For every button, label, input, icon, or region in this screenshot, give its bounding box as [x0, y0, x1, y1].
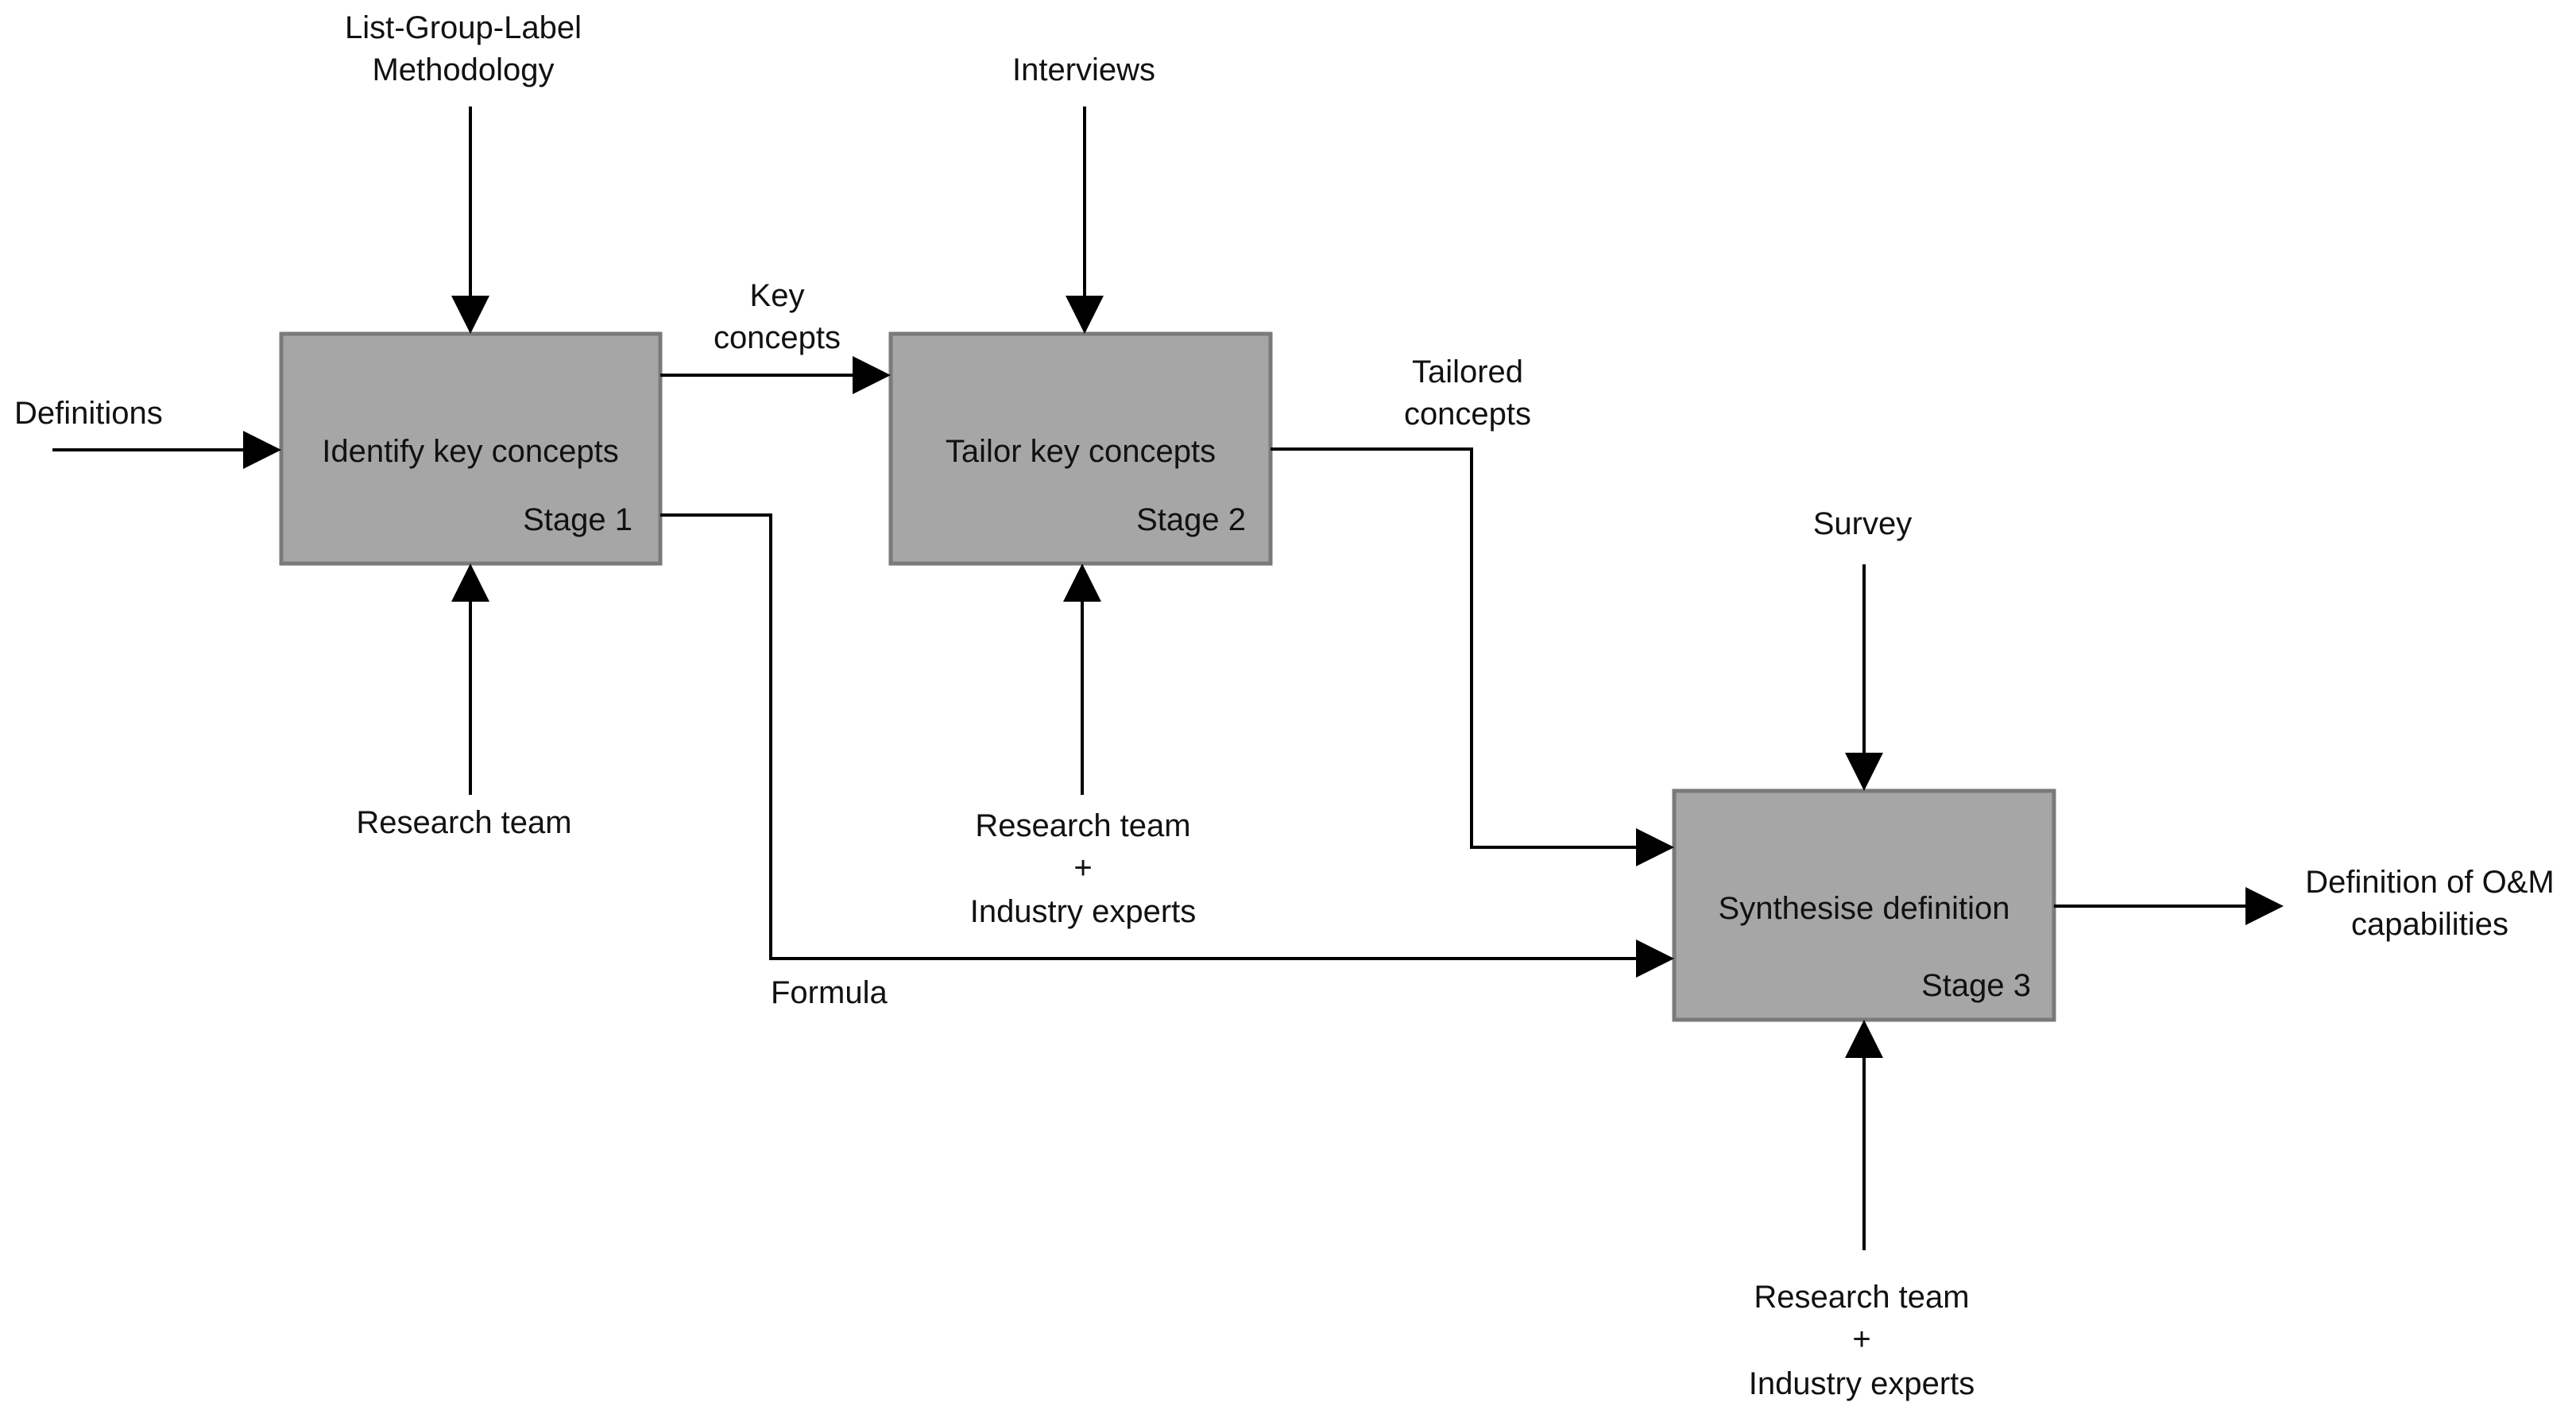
arrow-stage-3-to-output: [2054, 887, 2284, 925]
label-survey: Survey: [1813, 506, 1913, 541]
stage-3-label: Stage 3: [1921, 968, 2031, 1003]
stage-1-title: Identify key concepts: [322, 434, 619, 469]
arrow-definitions-to-stage-1: [52, 431, 281, 469]
arrow-research-team-experts-to-stage-2: [1063, 564, 1101, 795]
label-research-team-stage-2-line-1: Research team: [975, 808, 1190, 843]
label-key-concepts: Key concepts: [714, 278, 841, 355]
label-output: Definition of O&M capabilities: [2305, 865, 2554, 942]
stage-2-title: Tailor key concepts: [946, 434, 1216, 469]
stage-3-title: Synthesise definition: [1719, 891, 2010, 926]
label-research-team-experts-stage-2: Research team + Industry experts: [970, 808, 1197, 929]
label-methodology-line-2: Methodology: [372, 52, 554, 87]
stage-1-label: Stage 1: [523, 502, 632, 537]
label-research-team-experts-stage-3: Research team + Industry experts: [1749, 1280, 1975, 1401]
label-research-team-stage-3-line-1: Research team: [1754, 1280, 1969, 1315]
label-interviews: Interviews: [1012, 52, 1155, 87]
arrow-key-concepts-stage-1-to-stage-2: [660, 356, 891, 394]
arrow-formula-stage-1-to-stage-3: [660, 513, 1674, 978]
arrow-tailored-concepts-stage-2-to-stage-3: [1271, 447, 1674, 866]
label-research-team-stage-2-line-2: +: [1073, 850, 1092, 885]
label-methodology-line-1: List-Group-Label: [345, 10, 582, 45]
stage-1-box: Identify key concepts Stage 1: [279, 331, 663, 566]
stage-3-box: Synthesise definition Stage 3: [1672, 788, 2056, 1022]
stage-2-label: Stage 2: [1136, 502, 1246, 537]
label-research-team-stage-2-line-3: Industry experts: [970, 894, 1197, 929]
label-research-team-stage-3-line-3: Industry experts: [1749, 1366, 1975, 1401]
arrow-research-team-experts-to-stage-3: [1845, 1020, 1883, 1250]
arrow-research-team-to-stage-1: [451, 564, 489, 795]
label-output-line-2: capabilities: [2351, 907, 2508, 942]
stage-2-box: Tailor key concepts Stage 2: [888, 331, 1273, 566]
label-definitions: Definitions: [14, 396, 163, 431]
label-tailored-concepts: Tailored concepts: [1404, 354, 1531, 432]
label-formula: Formula: [771, 975, 888, 1010]
label-research-team-stage-1: Research team: [356, 805, 571, 840]
label-tailored-concepts-line-2: concepts: [1404, 397, 1531, 432]
label-key-concepts-line-1: Key: [750, 278, 805, 313]
label-methodology: List-Group-Label Methodology: [345, 10, 582, 87]
label-output-line-1: Definition of O&M: [2305, 865, 2554, 900]
label-research-team-stage-3-line-2: +: [1852, 1322, 1870, 1357]
label-key-concepts-line-2: concepts: [714, 320, 841, 355]
arrow-interviews-to-stage-2: [1066, 107, 1104, 334]
arrow-methodology-to-stage-1: [451, 107, 489, 334]
label-tailored-concepts-line-1: Tailored: [1412, 354, 1523, 389]
arrow-survey-to-stage-3: [1845, 564, 1883, 791]
